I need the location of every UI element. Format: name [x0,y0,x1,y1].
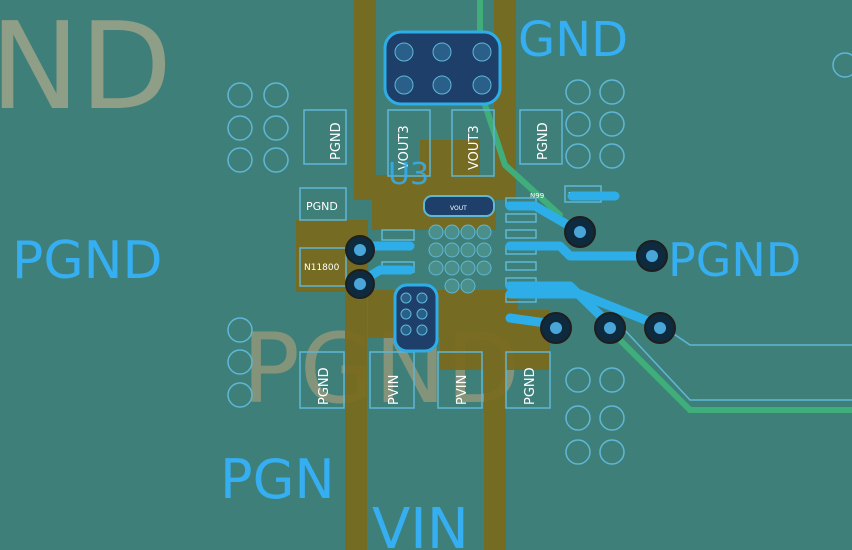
u3-ic-footprint[interactable]: VOUT [381,195,537,303]
pad-label-n-small: N99 [530,192,544,200]
pad-label-pvin-right: PVIN [455,375,470,405]
pad-label-pgnd-top-left: PGND [329,122,344,160]
pad-label-vout-small: VOUT [450,205,467,212]
pad-label-pgnd-bottom-left: PGND [317,367,332,405]
designator-u3: U3 [388,157,429,192]
via-cluster-lower [393,283,439,353]
net-label-big-nd: ND [0,0,172,137]
pad-label-vout3-left: VOUT3 [397,125,412,170]
via-array-left [227,82,289,408]
via-holes [354,226,666,334]
pad-label-pgnd-side-left: PGND [306,200,338,213]
net-label-pgnd-left: PGND [12,231,163,291]
net-label-gnd-top: GND [518,12,628,68]
pad-outlines [299,109,602,409]
pad-label-pvin-left: PVIN [387,375,402,405]
via-array-right [565,52,852,465]
pad-label-pgnd-bottom-right: PGND [523,367,538,405]
pad-label-vout3-right: VOUT3 [467,125,482,170]
pad-label-pgnd-top-right: PGND [536,122,551,160]
net-label-pgn-bottom: PGN [220,448,335,511]
net-label-vin-bottom: VIN [372,497,469,550]
net-label-pgnd-right: PGND [668,233,801,287]
trace-outline [619,324,852,401]
vout3-pad-cluster [383,30,502,106]
pad-label-n11800: N11800 [304,263,340,273]
